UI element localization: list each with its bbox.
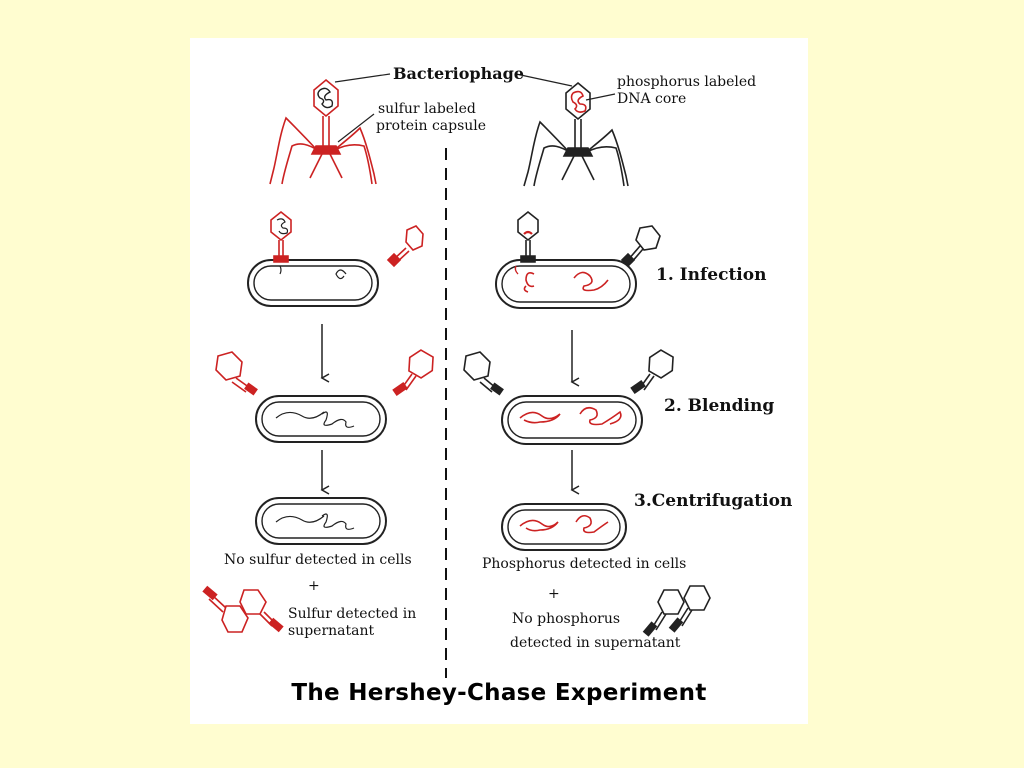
left-infection-phage-top [270,210,292,263]
left-centrifuged-cell [255,497,387,545]
diagram-title: The Hershey-Chase Experiment [291,680,707,706]
diagram-graphics [202,73,711,678]
right-blended-phage-2 [630,349,674,395]
process-arrows [320,324,580,495]
right-supernatant-phages [642,585,711,637]
step-centrifugation-label: 3.Centrifugation [634,491,793,511]
left-blended-phage-2 [392,349,434,397]
step-blending-label: 2. Blending [664,396,775,416]
left-infection-phage-side [386,225,424,268]
right-blending-cell [501,395,643,445]
left-blending-cell [255,395,387,443]
right-blended-phage-1 [463,351,504,396]
left-plus-sign: + [308,578,320,594]
right-cells-result: Phosphorus detected in cells [482,556,687,572]
diagram-panel: Bacteriophage sulfur labeled protein cap… [190,38,808,724]
left-infection-cell [247,259,379,307]
step-infection-label: 1. Infection [656,265,767,285]
right-infection-cell [495,259,637,309]
protein-capsule-label: protein capsule [376,118,487,134]
right-supernatant-line-2: detected in supernatant [510,635,681,651]
left-supernatant-phages [202,585,284,633]
right-infection-phage-top [517,210,539,263]
right-centrifuged-cell [501,503,627,551]
bacteriophage-label: Bacteriophage [393,64,524,83]
left-blended-phage-1 [215,351,258,396]
right-plus-sign: + [548,586,560,602]
phosphorus-labeled-label: phosphorus labeled [617,74,757,90]
left-supernatant-line-2: supernatant [288,623,375,639]
right-infection-phage-side [620,225,661,268]
phosphorus-labeled-phage-large [523,81,629,187]
label-pointers [334,73,616,143]
left-cells-result: No sulfur detected in cells [224,552,412,568]
right-supernatant-line-1: No phosphorus [512,611,621,627]
sulfur-labeled-phage-large [269,78,377,185]
dna-core-label: DNA core [617,91,687,107]
left-supernatant-line-1: Sulfur detected in [288,606,417,622]
sulfur-labeled-label: sulfur labeled [378,101,476,117]
